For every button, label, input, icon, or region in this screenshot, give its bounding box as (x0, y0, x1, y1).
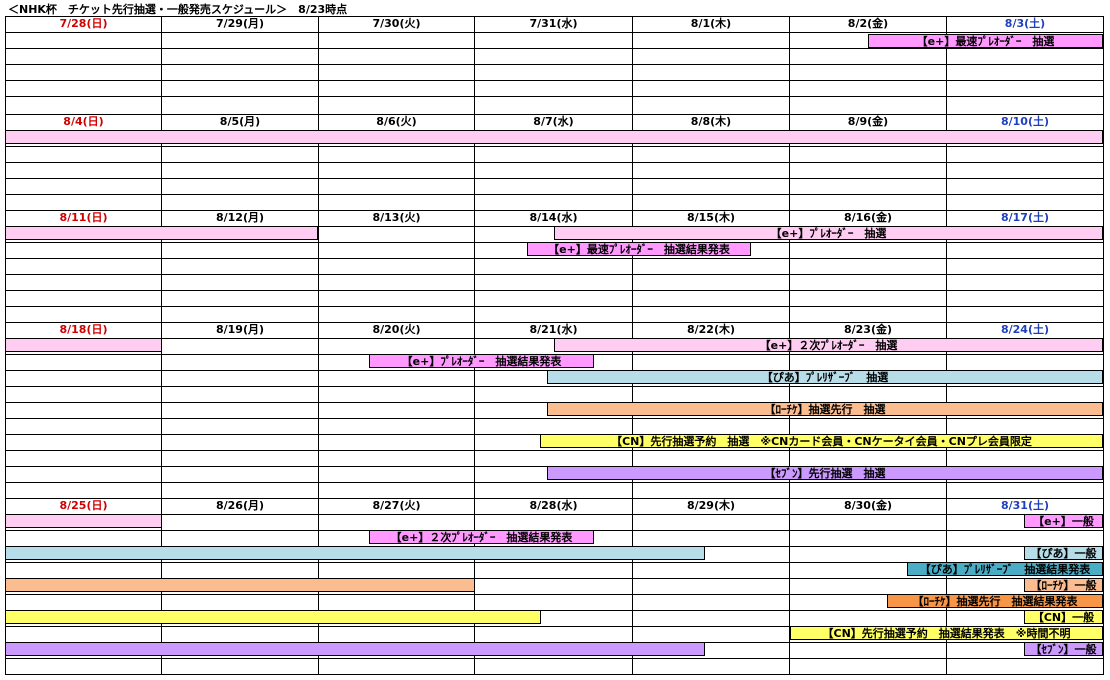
grid-hline (5, 498, 1103, 499)
grid-hline (5, 16, 1103, 17)
grid-vline (474, 16, 475, 675)
day-header: 8/16(金) (843, 211, 893, 224)
grid-subline (5, 146, 1103, 147)
day-header: 8/19(月) (215, 323, 265, 336)
grid-vline (1103, 16, 1104, 675)
day-header: 8/4(日) (63, 115, 104, 128)
event-bar[interactable]: 【e+】最速ﾌﾟﾚｵｰﾀﾞｰ 抽選結果発表 (527, 242, 751, 256)
grid-subline (5, 274, 1103, 275)
day-header: 8/28(水) (529, 499, 578, 512)
day-header: 8/15(木) (686, 211, 736, 224)
grid-subline (5, 64, 1103, 65)
page-title: ＜NHK杯 チケット先行抽選・一般発売スケジュール＞ 8/23時点 (8, 3, 348, 16)
grid-hline (5, 210, 1103, 211)
event-bar[interactable]: 【ﾛｰﾁｹ】抽選先行 抽選 (547, 402, 1103, 416)
day-header: 8/22(木) (686, 323, 736, 336)
event-bar[interactable]: 【e+】一般 (1024, 514, 1103, 528)
day-header: 8/6(火) (376, 115, 417, 128)
grid-subline (5, 290, 1103, 291)
day-header: 8/25(日) (59, 499, 108, 512)
grid-subline (5, 450, 1103, 451)
day-header: 8/13(火) (372, 211, 421, 224)
day-header: 8/3(土) (1004, 17, 1046, 30)
day-header: 8/2(金) (847, 17, 889, 30)
grid-subline (5, 626, 1103, 627)
grid-subline (5, 178, 1103, 179)
day-header: 7/29(月) (215, 17, 265, 30)
event-bar[interactable] (5, 514, 162, 528)
day-header: 8/1(木) (690, 17, 732, 30)
grid-subline (5, 418, 1103, 419)
event-bar[interactable]: 【e+】２次ﾌﾟﾚｵｰﾀﾞｰ 抽選結果発表 (369, 530, 594, 544)
event-bar[interactable] (5, 578, 475, 592)
day-header: 7/28(日) (59, 17, 108, 30)
event-bar[interactable] (5, 130, 1103, 144)
grid-subline (5, 96, 1103, 97)
event-bar[interactable]: 【e+】２次ﾌﾟﾚｵｰﾀﾞｰ 抽選 (554, 338, 1103, 352)
day-header: 8/12(月) (215, 211, 265, 224)
day-header: 8/21(水) (529, 323, 578, 336)
day-header: 8/23(金) (843, 323, 893, 336)
event-bar[interactable]: 【ﾛｰﾁｹ】抽選先行 抽選結果発表 (887, 594, 1103, 608)
event-bar[interactable]: 【ﾛｰﾁｹ】一般 (1024, 578, 1103, 592)
grid-subline (5, 386, 1103, 387)
day-header: 8/29(木) (686, 499, 736, 512)
day-header: 8/17(土) (1000, 211, 1050, 224)
day-header: 7/31(水) (529, 17, 578, 30)
day-header: 8/8(木) (690, 115, 732, 128)
event-bar[interactable]: 【ｾﾌﾞﾝ】先行抽選 抽選 (547, 466, 1103, 480)
grid-subline (5, 258, 1103, 259)
day-header: 8/14(水) (529, 211, 578, 224)
event-bar[interactable]: 【e+】最速ﾌﾟﾚｵｰﾀﾞｰ 抽選 (868, 34, 1103, 48)
grid-subline (5, 482, 1103, 483)
grid-hline (5, 674, 1103, 675)
day-header: 8/27(火) (372, 499, 421, 512)
event-bar[interactable] (5, 642, 705, 656)
event-bar[interactable]: 【e+】ﾌﾟﾚｵｰﾀﾞｰ 抽選結果発表 (369, 354, 594, 368)
day-header: 8/31(土) (1000, 499, 1050, 512)
event-bar[interactable]: 【ｾﾌﾞﾝ】一般 (1024, 642, 1103, 656)
day-header: 8/30(金) (843, 499, 893, 512)
grid-subline (5, 48, 1103, 49)
grid-hline (5, 32, 1103, 33)
event-bar[interactable]: 【CN】一般 (1024, 610, 1103, 624)
grid-subline (5, 80, 1103, 81)
day-header: 8/26(月) (215, 499, 265, 512)
grid-subline (5, 658, 1103, 659)
grid-vline (318, 16, 319, 675)
day-header: 8/11(日) (59, 211, 108, 224)
event-bar[interactable] (5, 610, 541, 624)
grid-subline (5, 306, 1103, 307)
grid-subline (5, 162, 1103, 163)
day-header: 8/20(火) (372, 323, 421, 336)
day-header: 7/30(火) (372, 17, 421, 30)
event-bar[interactable] (5, 546, 705, 560)
event-bar[interactable]: 【CN】先行抽選予約 抽選結果発表 ※時間不明 (790, 626, 1103, 640)
event-bar[interactable] (5, 226, 318, 240)
grid-subline (5, 594, 1103, 595)
event-bar[interactable]: 【ぴあ】ﾌﾟﾚﾘｻﾞｰﾌﾞ 抽選 (547, 370, 1103, 384)
day-header: 8/9(金) (847, 115, 889, 128)
grid-subline (5, 562, 1103, 563)
grid-subline (5, 578, 1103, 579)
grid-hline (5, 114, 1103, 115)
day-header: 8/18(日) (59, 323, 108, 336)
event-bar[interactable] (5, 338, 162, 352)
grid-subline (5, 610, 1103, 611)
day-header: 8/10(土) (1000, 115, 1050, 128)
day-header: 8/24(土) (1000, 323, 1050, 336)
event-bar[interactable]: 【ぴあ】ﾌﾟﾚﾘｻﾞｰﾌﾞ 抽選結果発表 (907, 562, 1103, 576)
grid-hline (5, 322, 1103, 323)
grid-subline (5, 194, 1103, 195)
day-header: 8/5(月) (219, 115, 261, 128)
grid-hline (5, 514, 1103, 515)
event-bar[interactable]: 【e+】ﾌﾟﾚｵｰﾀﾞｰ 抽選 (554, 226, 1103, 240)
day-header: 8/7(水) (533, 115, 574, 128)
event-bar[interactable]: 【CN】先行抽選予約 抽選 ※CNカード会員・CNケータイ会員・CNプレ会員限定 (540, 434, 1103, 448)
event-bar[interactable]: 【ぴあ】一般 (1024, 546, 1103, 560)
